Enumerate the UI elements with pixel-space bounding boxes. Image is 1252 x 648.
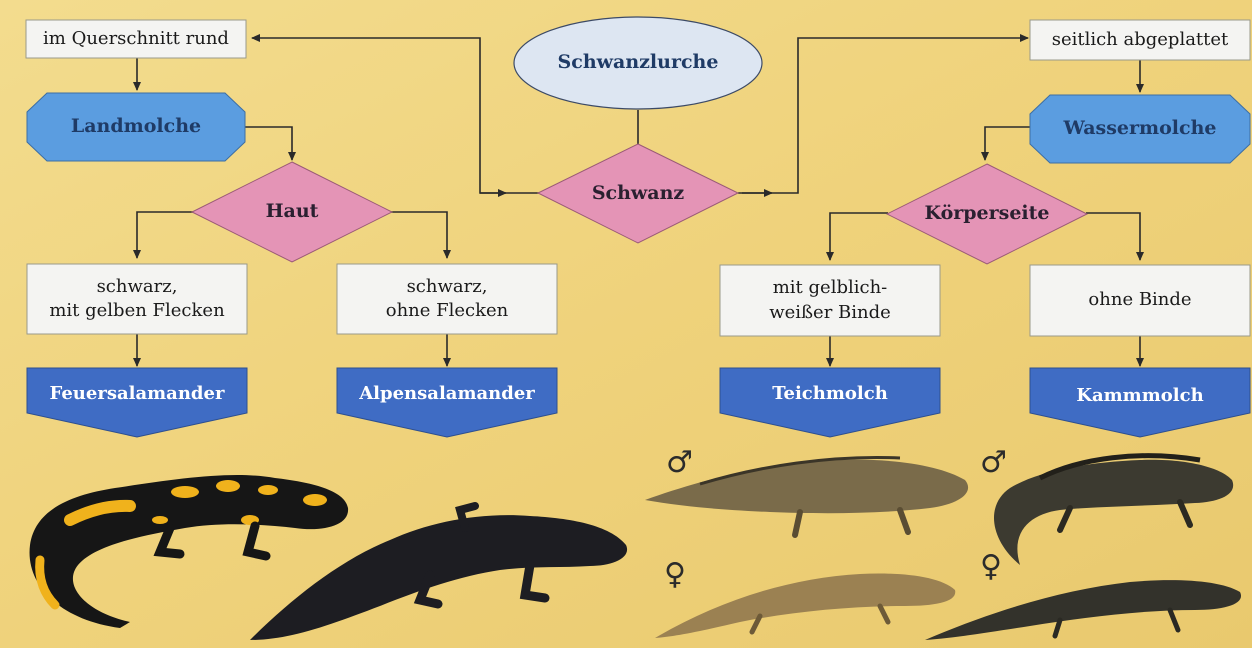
kammmolch-label: Kammmolch bbox=[1030, 374, 1250, 418]
right-option-a-label: mit gelblich- weißer Binde bbox=[720, 265, 940, 336]
haut-label: Haut bbox=[192, 190, 392, 234]
teichmolch-label: Teichmolch bbox=[720, 372, 940, 416]
male-symbol-smooth-newt: ♂ bbox=[666, 448, 693, 478]
right-trait-label: seitlich abgeplattet bbox=[1030, 20, 1250, 60]
wassermolche-label: Wassermolche bbox=[1030, 95, 1250, 163]
female-symbol-crested-newt: ♀ bbox=[980, 552, 1002, 582]
koerperseite-label: Körperseite bbox=[887, 192, 1087, 236]
feuersalamander-label: Feuersalamander bbox=[27, 372, 247, 416]
root-label: Schwanzlurche bbox=[514, 40, 762, 86]
left-trait-label: im Querschnitt rund bbox=[26, 20, 246, 58]
male-symbol-crested-newt: ♂ bbox=[980, 448, 1007, 478]
tail-decision-label: Schwanz bbox=[538, 172, 738, 216]
left-option-a-label: schwarz, mit gelben Flecken bbox=[27, 264, 247, 334]
right-option-b-label: ohne Binde bbox=[1030, 265, 1250, 336]
left-option-b-label: schwarz, ohne Flecken bbox=[337, 264, 557, 334]
female-symbol-smooth-newt: ♀ bbox=[664, 560, 686, 590]
landmolche-label: Landmolche bbox=[27, 93, 245, 161]
alpensalamander-label: Alpensalamander bbox=[337, 372, 557, 416]
